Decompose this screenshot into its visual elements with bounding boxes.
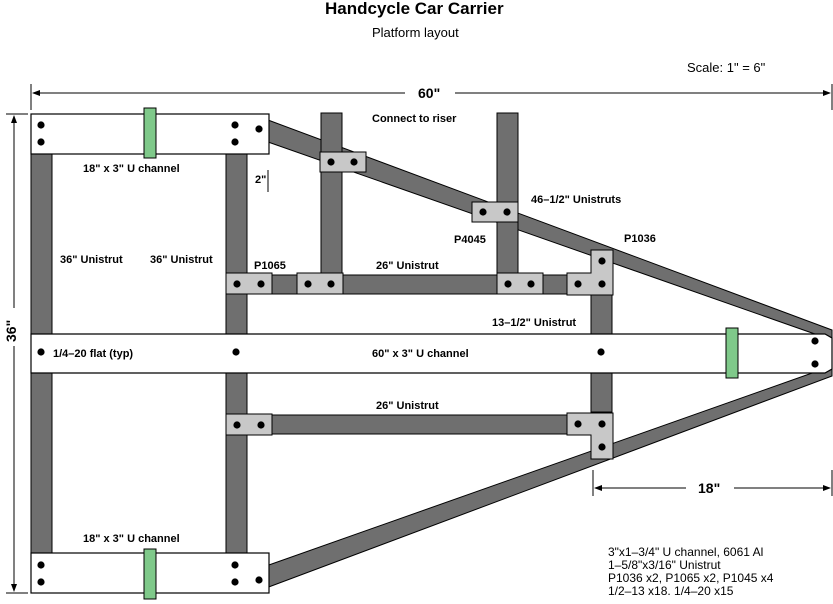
bracket-riser-left <box>319 151 367 173</box>
page-title: Handcycle Car Carrier <box>325 0 504 18</box>
unistrut-26-bottom-label: 26" Unistrut <box>376 400 439 412</box>
dimension-60 <box>30 84 833 110</box>
flat-bolt-label: 1/4–20 flat (typ) <box>53 348 134 360</box>
bracket-p1065-top <box>225 272 273 295</box>
note-line: P1036 x2, P1065 x2, P1045 x4 <box>608 571 774 585</box>
u-channel-top-label: 18" x 3" U channel <box>83 163 180 175</box>
connect-riser-label: Connect to riser <box>372 113 457 125</box>
unistrut-26-bottom <box>246 414 596 435</box>
bracket-p1065-bottom <box>225 413 273 436</box>
note-line: 3"x1–3/4" U channel, 6061 Al <box>608 545 764 559</box>
scale-label: Scale: 1" = 6" <box>687 60 766 75</box>
width-dimension-label: 60" <box>418 85 441 101</box>
u-channel-bottom-label: 18" x 3" U channel <box>83 533 180 545</box>
unistrut-inner-label: 36" Unistrut <box>150 254 213 266</box>
bracket-p1036-top <box>566 249 614 296</box>
p1036-label: P1036 <box>624 233 656 245</box>
note-line: 1/2–13 x18. 1/4–20 x15 <box>608 584 734 598</box>
unistrut-26-top-label: 26" Unistrut <box>376 260 439 272</box>
strap-top <box>143 107 157 159</box>
dimension-36 <box>6 113 28 594</box>
bracket-top-riser-left <box>296 272 344 295</box>
bolt-holes <box>37 121 819 586</box>
main-channel-label: 60" x 3" U channel <box>372 348 469 360</box>
unistrut-13-lower <box>590 371 613 413</box>
strap-main <box>725 327 739 379</box>
u-channel-main <box>30 333 833 374</box>
unistrut-left-label: 36" Unistrut <box>60 254 123 266</box>
p4045-label: P4045 <box>454 234 486 246</box>
strap-bottom <box>143 548 157 600</box>
unistrut-46-label: 46–1/2" Unistruts <box>531 194 622 206</box>
riser-strut-left <box>320 112 343 292</box>
height-dimension-label: 36" <box>3 319 19 342</box>
bracket-top-riser-right <box>496 272 544 295</box>
page-subtitle: Platform layout <box>372 25 459 40</box>
materials-notes: 3"x1–3/4" U channel, 6061 Al 1–5/8"x3/16… <box>608 546 773 598</box>
p1065-label: P1065 <box>254 260 286 272</box>
dimension-18 <box>592 470 833 496</box>
tongue-dimension-label: 18" <box>698 480 721 496</box>
bracket-p4045 <box>471 201 519 223</box>
unistrut-13 <box>590 289 613 339</box>
note-line: 1–5/8"x3/16" Unistrut <box>608 558 721 572</box>
gap-dimension-label: 2" <box>255 174 267 186</box>
unistrut-13-label: 13–1/2" Unistrut <box>492 317 577 329</box>
